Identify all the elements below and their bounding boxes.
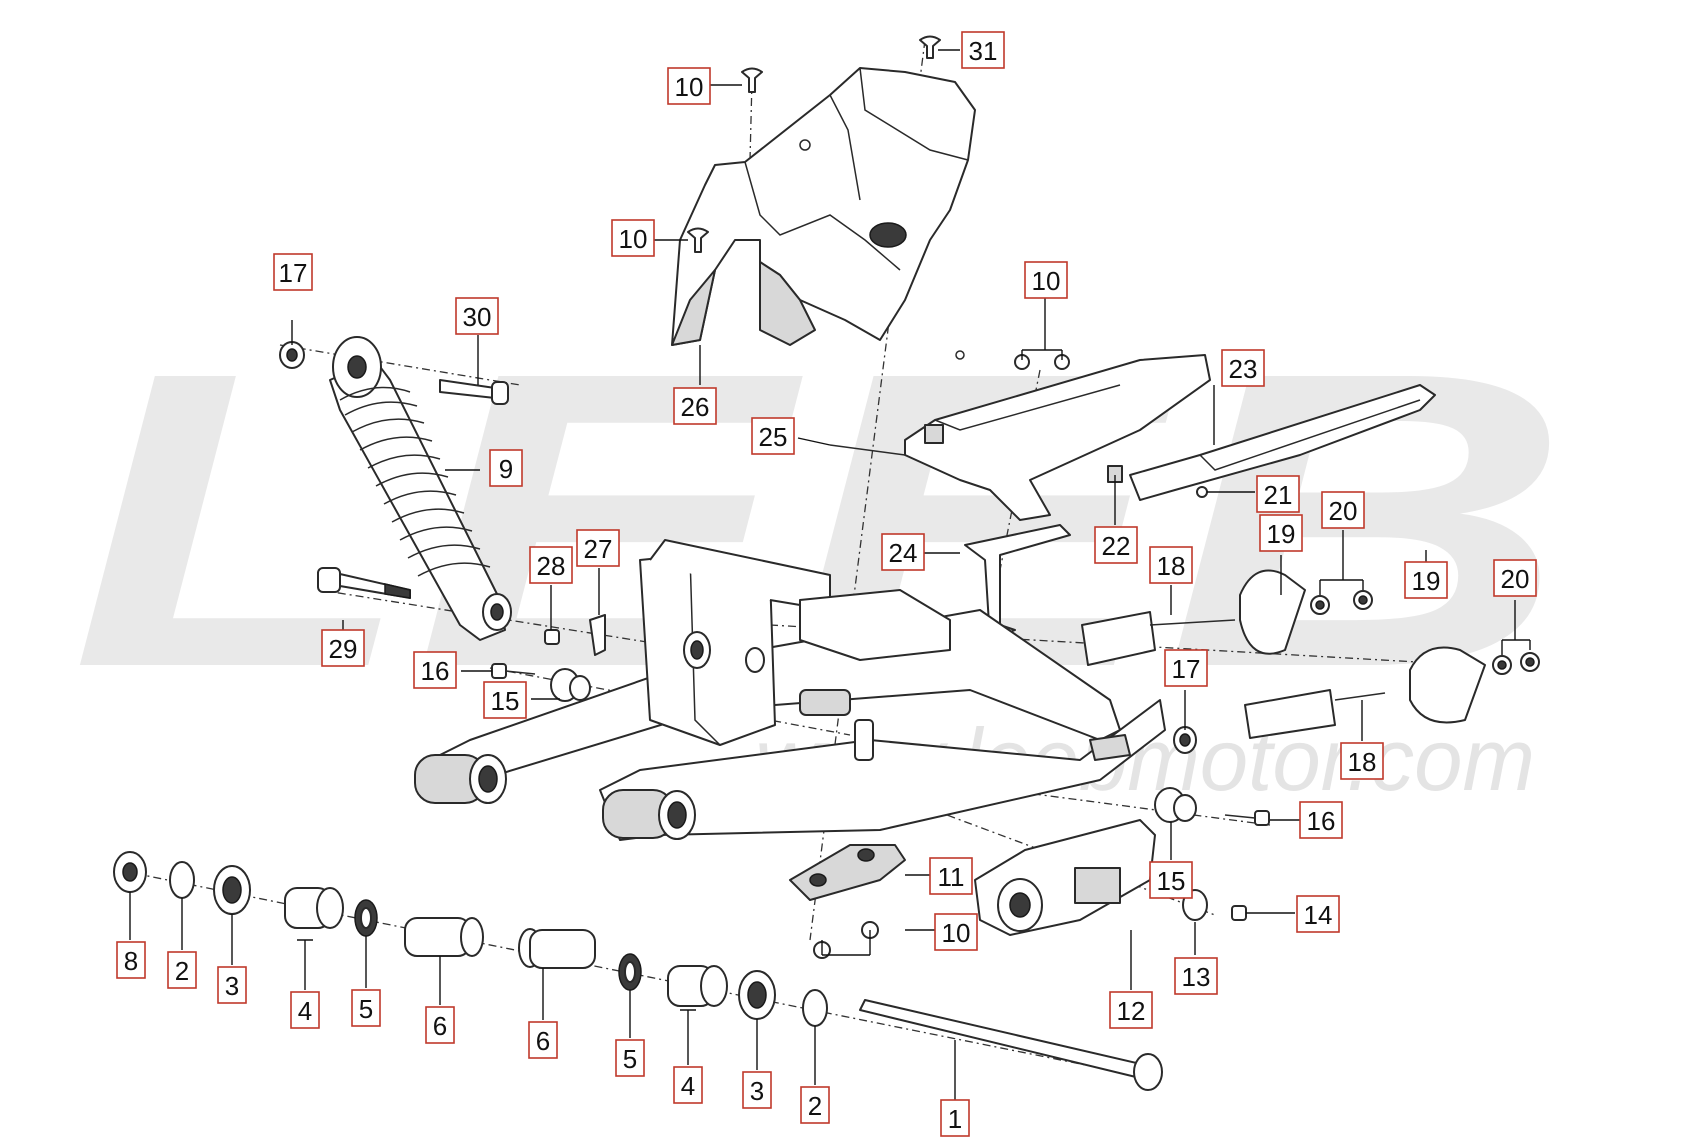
svg-text:3: 3 [225, 971, 239, 1001]
callout-20-upper: 20 [1321, 491, 1365, 529]
chain-slider [789, 844, 906, 901]
svg-text:29: 29 [329, 634, 358, 664]
callout-24: 24 [881, 533, 925, 571]
svg-text:22: 22 [1102, 531, 1131, 561]
callout-30: 30 [455, 297, 499, 335]
callout-29: 29 [321, 629, 365, 667]
callout-6-b: 6 [528, 1021, 558, 1059]
callout-6-a: 6 [425, 1006, 455, 1044]
chain-guard-cover [1129, 384, 1436, 501]
svg-text:14: 14 [1304, 900, 1333, 930]
callout-25: 25 [751, 417, 795, 455]
callout-27: 27 [576, 529, 620, 567]
svg-text:5: 5 [623, 1044, 637, 1074]
svg-text:21: 21 [1264, 480, 1293, 510]
svg-text:5: 5 [359, 994, 373, 1024]
svg-text:23: 23 [1229, 354, 1258, 384]
callout-16-left: 16 [413, 651, 457, 689]
callout-9: 9 [489, 449, 523, 487]
svg-text:20: 20 [1501, 564, 1530, 594]
svg-text:6: 6 [536, 1026, 550, 1056]
callout-14: 14 [1296, 895, 1340, 933]
callout-10-d: 10 [934, 913, 978, 951]
svg-text:2: 2 [808, 1091, 822, 1121]
callout-19-upper: 19 [1259, 514, 1303, 552]
hardware [279, 35, 1540, 959]
svg-text:24: 24 [889, 538, 918, 568]
callout-2-a: 2 [167, 951, 197, 989]
callout-18-lower: 18 [1340, 742, 1384, 780]
callout-20-lower: 20 [1493, 559, 1537, 597]
svg-text:15: 15 [491, 686, 520, 716]
rear-shock [329, 336, 512, 641]
callout-10-b: 10 [611, 219, 655, 257]
rear-hugger [671, 67, 976, 360]
callout-3-a: 3 [217, 966, 247, 1004]
callout-18-upper: 18 [1149, 546, 1193, 584]
callout-4-a: 4 [290, 991, 320, 1029]
svg-text:3: 3 [750, 1076, 764, 1106]
svg-text:13: 13 [1182, 962, 1211, 992]
chain-guard [829, 354, 1211, 521]
svg-text:4: 4 [298, 996, 312, 1026]
svg-text:17: 17 [1172, 654, 1201, 684]
svg-text:30: 30 [463, 302, 492, 332]
callout-23: 23 [1221, 349, 1265, 387]
svg-text:27: 27 [584, 534, 613, 564]
svg-text:9: 9 [499, 454, 513, 484]
svg-text:10: 10 [675, 72, 704, 102]
swing-arm [414, 539, 1166, 841]
svg-text:16: 16 [421, 656, 450, 686]
svg-text:6: 6 [433, 1011, 447, 1041]
callout-1: 1 [940, 1099, 970, 1137]
axle-stack [113, 851, 1163, 1091]
callout-11: 11 [929, 857, 973, 895]
svg-text:4: 4 [681, 1071, 695, 1101]
callout-26: 26 [673, 387, 717, 425]
svg-text:16: 16 [1307, 806, 1336, 836]
svg-text:19: 19 [1267, 519, 1296, 549]
svg-text:2: 2 [175, 956, 189, 986]
svg-text:10: 10 [942, 918, 971, 948]
callout-17-top: 17 [273, 253, 313, 291]
callout-2-b: 2 [800, 1086, 830, 1124]
svg-text:8: 8 [124, 946, 138, 976]
svg-text:18: 18 [1348, 747, 1377, 777]
svg-text:10: 10 [1032, 266, 1061, 296]
callout-13: 13 [1174, 957, 1218, 995]
callout-22: 22 [1094, 526, 1138, 564]
svg-text:10: 10 [619, 224, 648, 254]
callout-4-b: 4 [673, 1066, 703, 1104]
callout-8: 8 [116, 941, 146, 979]
callout-21: 21 [1256, 475, 1300, 513]
svg-text:19: 19 [1412, 566, 1441, 596]
svg-text:1: 1 [948, 1104, 962, 1134]
svg-text:18: 18 [1157, 551, 1186, 581]
svg-text:20: 20 [1329, 496, 1358, 526]
svg-text:25: 25 [759, 422, 788, 452]
callout-28: 28 [529, 546, 573, 584]
svg-text:17: 17 [279, 258, 308, 288]
callout-15-right: 15 [1149, 861, 1193, 899]
svg-text:12: 12 [1117, 996, 1146, 1026]
callout-16-right: 16 [1299, 801, 1343, 839]
callout-labels: 17 30 9 29 28 27 16 15 10 31 10 26 10 23… [116, 31, 1537, 1137]
svg-text:11: 11 [938, 862, 965, 892]
callout-5-b: 5 [615, 1039, 645, 1077]
callout-15-left: 15 [483, 681, 527, 719]
callout-3-b: 3 [742, 1071, 772, 1109]
svg-text:26: 26 [681, 392, 710, 422]
callout-5-a: 5 [351, 989, 381, 1027]
svg-text:31: 31 [969, 36, 998, 66]
callout-10-c: 10 [1024, 261, 1068, 299]
callout-31: 31 [961, 31, 1005, 69]
svg-text:15: 15 [1157, 866, 1186, 896]
chain-adjuster-plate [974, 819, 1156, 936]
callout-17-right: 17 [1164, 649, 1208, 687]
callout-12: 12 [1109, 991, 1153, 1029]
callout-10-a: 10 [667, 67, 711, 105]
svg-text:28: 28 [537, 551, 566, 581]
callout-19-lower: 19 [1404, 561, 1448, 599]
